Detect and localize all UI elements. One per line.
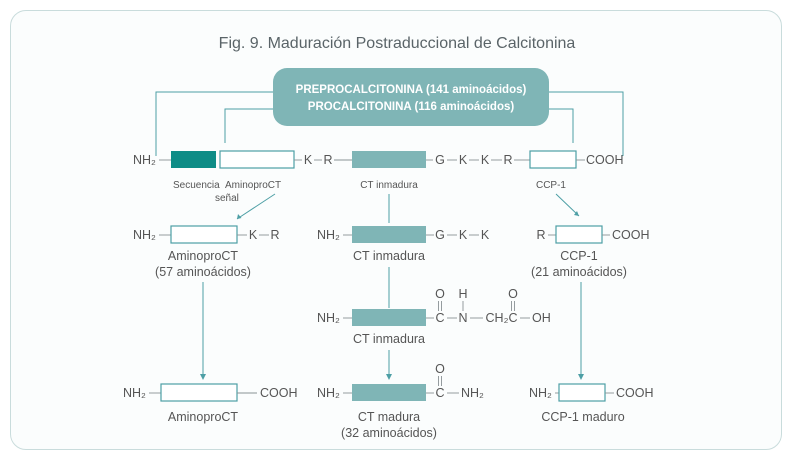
top-nh2: NH₂ <box>133 153 156 167</box>
ct-g: G <box>435 228 445 242</box>
ct-immature-name: CT inmadura <box>353 249 425 263</box>
aminoproct-nh2: NH₂ <box>133 228 156 242</box>
signal-label-line2: señal <box>215 193 239 204</box>
arrowhead <box>578 374 584 380</box>
ct-gly-c2: C <box>508 311 517 325</box>
preprocalcitonina-bracket-right <box>549 91 624 156</box>
preprocalcitonina-bracket-left <box>155 91 273 156</box>
ct-mature-box <box>352 384 426 401</box>
ct-mature-nh2-end: NH₂ <box>461 386 484 400</box>
ct-gly-ch2: CH₂ <box>486 311 509 325</box>
ct-nh2: NH₂ <box>317 228 340 242</box>
ct-mature-length: (32 aminoácidos) <box>341 426 437 440</box>
signal-sequence-segment <box>171 151 216 168</box>
top-k3: K <box>481 153 490 167</box>
arrow-aminoproct <box>236 193 276 220</box>
aminoproct-box <box>170 225 238 244</box>
ct-gly-oh: OH <box>532 311 551 325</box>
arrow-ccp1 <box>555 193 580 217</box>
aminoproct-length: (57 aminoácidos) <box>155 265 251 279</box>
top-r1: R <box>323 153 332 167</box>
aminoproct-final-nh2: NH₂ <box>123 386 146 400</box>
ccp1-box <box>555 225 603 244</box>
ccp1-top-label: CCP-1 <box>536 180 566 191</box>
ct-gly-o1: O <box>435 287 445 301</box>
ct-gly-o2: O <box>508 287 518 301</box>
ccp1-mature-box <box>558 383 606 402</box>
aminoproct-top-label: AminoproCT <box>225 180 281 191</box>
diagram-canvas: Fig. 9. Maduración Postraduccional de Ca… <box>123 35 654 440</box>
ct-mature-c: C <box>435 386 444 400</box>
ct-gly-box <box>352 309 426 326</box>
ccp1-length: (21 aminoácidos) <box>531 265 627 279</box>
top-g: G <box>435 153 445 167</box>
figure-panel: Fig. 9. Maduración Postraduccional de Ca… <box>10 10 782 450</box>
ccp1-mature-cooh: COOH <box>616 386 654 400</box>
top-r2: R <box>503 153 512 167</box>
top-k2: K <box>459 153 468 167</box>
ccp1-segment <box>529 150 577 169</box>
procalcitonina-bracket-left <box>224 108 273 143</box>
ct-mature-nh2: NH₂ <box>317 386 340 400</box>
top-k1: K <box>304 153 313 167</box>
ct-immature-box <box>352 226 426 243</box>
ccp1-mature-name: CCP-1 maduro <box>541 410 624 424</box>
ccp1-cooh: COOH <box>612 228 650 242</box>
aminoproct-segment <box>219 150 295 169</box>
arrowhead <box>200 374 206 380</box>
ct-top-label: CT inmadura <box>360 180 418 191</box>
arrowhead <box>237 214 242 219</box>
aminoproct-k: K <box>249 228 258 242</box>
ccp1-name: CCP-1 <box>560 249 598 263</box>
ct-mature-o: O <box>435 362 445 376</box>
ct-gly-name: CT inmadura <box>353 332 425 346</box>
procalcitonina-bracket-right <box>549 108 574 143</box>
preprocalcitonina-label: PREPROCALCITONINA (141 aminoácidos) <box>296 84 527 96</box>
figure-title: Fig. 9. Maduración Postraduccional de Ca… <box>219 35 576 52</box>
ct-gly-c1: C <box>435 311 444 325</box>
arrowhead <box>386 374 392 380</box>
ct-k2: K <box>481 228 490 242</box>
ct-gly-h: H <box>458 287 467 301</box>
procalcitonina-label: PROCALCITONINA (116 aminoácidos) <box>308 101 515 113</box>
ct-gly-n: N <box>458 311 467 325</box>
arrowhead <box>574 211 579 216</box>
ccp1-r: R <box>536 228 545 242</box>
aminoproct-name: AminoproCT <box>168 249 239 263</box>
ct-segment <box>352 151 426 168</box>
top-cooh: COOH <box>586 153 624 167</box>
ct-k1: K <box>459 228 468 242</box>
aminoproct-final-box <box>160 383 238 402</box>
aminoproct-final-name: AminoproCT <box>168 410 239 424</box>
aminoproct-final-cooh: COOH <box>260 386 298 400</box>
ccp1-mature-nh2: NH₂ <box>529 386 552 400</box>
aminoproct-r: R <box>270 228 279 242</box>
ct-gly-nh2: NH₂ <box>317 311 340 325</box>
signal-label-line1: Secuencia <box>173 180 220 191</box>
ct-mature-name: CT madura <box>358 410 420 424</box>
precursor-box <box>273 68 549 126</box>
